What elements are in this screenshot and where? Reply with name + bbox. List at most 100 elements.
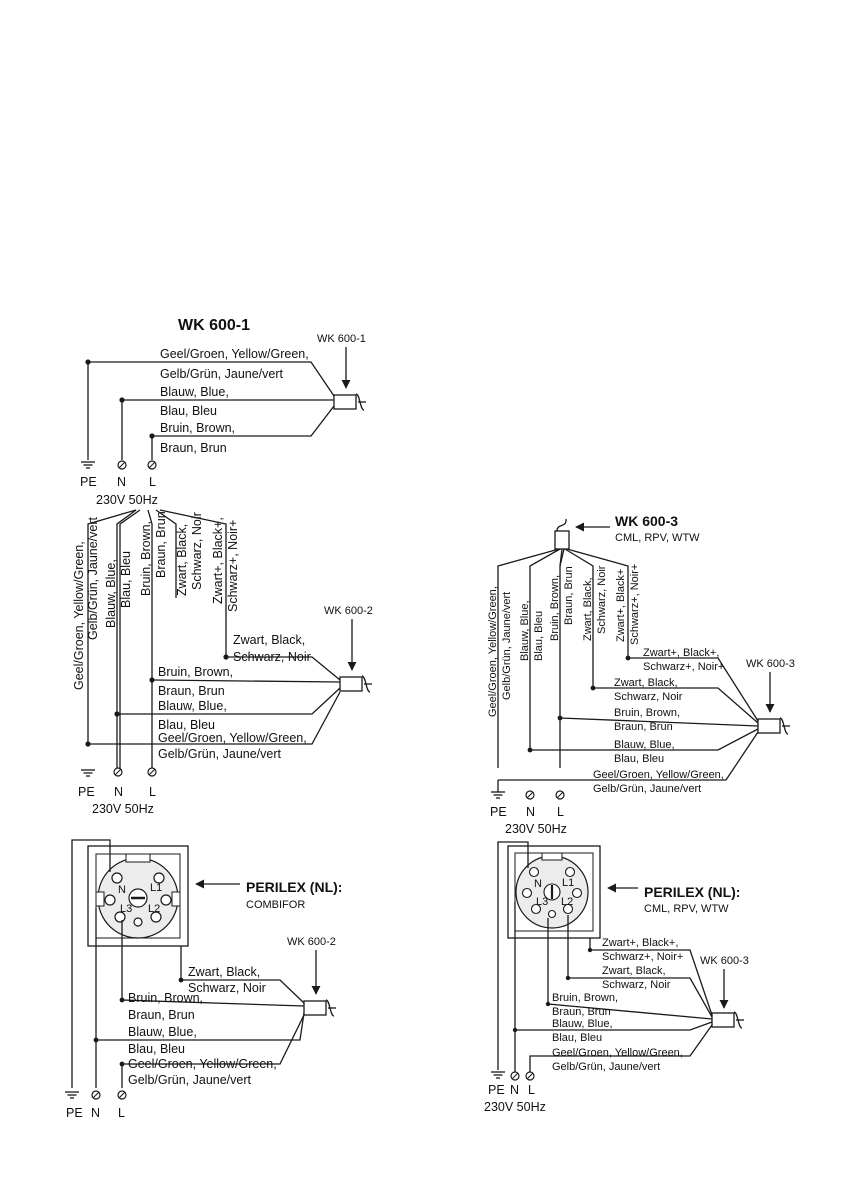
cable-label: WK 600-1 xyxy=(317,333,366,345)
wire-label: Gelb/Grün, Jaune/vert xyxy=(593,783,701,795)
wire-brown xyxy=(151,679,341,683)
wire-label: Bruin, Brown, xyxy=(128,991,203,1005)
diagram-subtitle: CML, RPV, WTW xyxy=(615,532,700,544)
terminal-label-n: N xyxy=(510,1083,519,1097)
terminal-label-n: N xyxy=(114,785,123,799)
wire-label: Schwarz, Noir xyxy=(614,691,683,703)
terminal-icon xyxy=(91,1090,101,1100)
terminal-l2-label: L2 xyxy=(148,903,160,915)
wire-label: Schwarz, Noir xyxy=(188,981,266,995)
svg-text:Zwart, Black,: Zwart, Black, xyxy=(175,524,189,596)
wire-label: Braun, Brun xyxy=(128,1008,195,1022)
wire-label: Blau, Bleu xyxy=(160,404,217,418)
terminal-l3-label: L3 xyxy=(536,896,548,908)
terminal-icon xyxy=(117,1090,127,1100)
svg-text:Blauw, Blue,: Blauw, Blue, xyxy=(104,559,118,628)
wire-label: Zwart, Black, xyxy=(233,633,305,647)
cable-label: WK 600-2 xyxy=(287,936,336,948)
svg-text:Zwart+, Black+: Zwart+, Black+ xyxy=(615,569,627,642)
svg-text:Blau, Bleu: Blau, Bleu xyxy=(119,551,133,608)
terminal-label-pe: PE xyxy=(66,1106,83,1120)
ground-icon xyxy=(64,1091,80,1099)
diagram-perilex-combifor: N L1 L3 L2 PERILEX (NL): COMBIFOR WK 600… xyxy=(64,839,342,1120)
diagram-subtitle: COMBIFOR xyxy=(246,899,305,911)
diagram-wk600-1: WK 600-1 WK 600-1 Geel/Groen, Yellow/Gre… xyxy=(80,317,367,507)
terminal-l3-label: L3 xyxy=(120,903,132,915)
wire-label: Gelb/Grün, Jaune/vert xyxy=(552,1061,660,1073)
wire-label: Blauw, Blue, xyxy=(614,739,675,751)
wire-label: Blau, Bleu xyxy=(614,753,664,765)
diagram-perilex-cml: N L1 L3 L2 PERILEX (NL): CML, RPV, WTW W… xyxy=(484,841,749,1114)
wire-black xyxy=(593,687,759,724)
wire-label: Zwart+, Black+, xyxy=(602,937,678,949)
wire-label: Geel/Groen, Yellow/Green, xyxy=(128,1057,277,1071)
wire-label: Blauw, Blue, xyxy=(160,385,229,399)
diagram-wk600-2: Geel/Groen, Yellow/Green, Gelb/Grün, Jau… xyxy=(72,509,373,816)
svg-text:Blauw, Blue,: Blauw, Blue, xyxy=(519,600,531,661)
terminal-n-label: N xyxy=(534,878,542,890)
wire-earth xyxy=(88,691,341,745)
svg-text:Geel/Groen, Yellow/Green,: Geel/Groen, Yellow/Green, xyxy=(487,586,499,717)
svg-text:Schwarz+, Noir+: Schwarz+, Noir+ xyxy=(629,564,641,645)
supply-label: 230V 50Hz xyxy=(484,1100,546,1114)
terminal-label-l: L xyxy=(149,785,156,799)
wire-earth xyxy=(498,731,759,781)
cable-end-icon xyxy=(333,393,367,411)
terminal-icon xyxy=(113,767,123,777)
diagram-title: PERILEX (NL): xyxy=(246,879,342,895)
wire-label: Schwarz+, Noir+ xyxy=(643,661,724,673)
wire-label: Blau, Bleu xyxy=(552,1032,602,1044)
terminal-label-n: N xyxy=(526,805,535,819)
wire-label: Blauw, Blue, xyxy=(158,699,227,713)
wire-label: Geel/Groen, Yellow/Green, xyxy=(158,731,307,745)
vertical-wire-labels: Geel/Groen, Yellow/Green, Gelb/Grün, Jau… xyxy=(72,511,240,690)
svg-text:Bruin, Brown,: Bruin, Brown, xyxy=(549,575,561,641)
cable-end-icon xyxy=(554,530,570,550)
cable-label: WK 600-2 xyxy=(324,605,373,617)
wire-label: Blauw, Blue, xyxy=(128,1025,197,1039)
wire-label: Braun, Brun xyxy=(160,441,227,455)
vertical-wire-labels: Geel/Groen, Yellow/Green, Gelb/Grün, Jau… xyxy=(487,564,641,717)
wire-label: Bruin, Brown, xyxy=(552,992,618,1004)
terminal-icon xyxy=(117,460,127,470)
cable-label: WK 600-3 xyxy=(700,955,749,967)
terminal-l1-label: L1 xyxy=(562,877,574,889)
terminal-icon xyxy=(147,767,157,777)
svg-text:Zwart+, Black+,: Zwart+, Black+, xyxy=(211,517,225,604)
terminal-icon xyxy=(147,460,157,470)
svg-text:Schwarz, Noir: Schwarz, Noir xyxy=(190,512,204,590)
terminal-icon xyxy=(525,790,535,800)
svg-text:Zwart, Black,: Zwart, Black, xyxy=(582,577,594,641)
wire-label: Zwart, Black, xyxy=(188,965,260,979)
supply-label: 230V 50Hz xyxy=(96,493,158,507)
wire-label: Schwarz+, Noir+ xyxy=(602,951,683,963)
wire-label: Bruin, Brown, xyxy=(160,421,235,435)
wire-live xyxy=(151,405,335,460)
terminal-label-l: L xyxy=(528,1083,535,1097)
supply-label: 230V 50Hz xyxy=(92,802,154,816)
wire-label: Braun, Brun xyxy=(614,721,673,733)
diagram-title: WK 600-3 xyxy=(615,513,678,529)
terminal-label-n: N xyxy=(117,475,126,489)
wire-label: Bruin, Brown, xyxy=(158,665,233,679)
terminal-l1-label: L1 xyxy=(150,882,162,894)
svg-text:Blau, Bleu: Blau, Bleu xyxy=(533,611,545,661)
wire-blue xyxy=(117,687,341,715)
wire-blue xyxy=(530,728,759,751)
wire-label: Gelb/Grün, Jaune/vert xyxy=(128,1073,252,1087)
ground-icon xyxy=(490,1071,506,1079)
terminal-label-pe: PE xyxy=(78,785,95,799)
cable-end-icon xyxy=(303,999,337,1017)
wire-label: Schwarz, Noir xyxy=(233,650,311,664)
wire-label: Gelb/Grün, Jaune/vert xyxy=(160,367,284,381)
svg-text:Gelb/Grün, Jaune/vert: Gelb/Grün, Jaune/vert xyxy=(501,592,513,700)
wire-label: Blauw, Blue, xyxy=(552,1018,613,1030)
wire-label: Bruin, Brown, xyxy=(614,707,680,719)
cable-label: WK 600-3 xyxy=(746,658,795,670)
svg-text:Braun, Brun: Braun, Brun xyxy=(563,566,575,625)
diagram-title: PERILEX (NL): xyxy=(644,884,740,900)
wire-label: Braun, Brun xyxy=(552,1006,611,1018)
wire-earth xyxy=(87,361,335,460)
ground-icon xyxy=(80,461,96,469)
